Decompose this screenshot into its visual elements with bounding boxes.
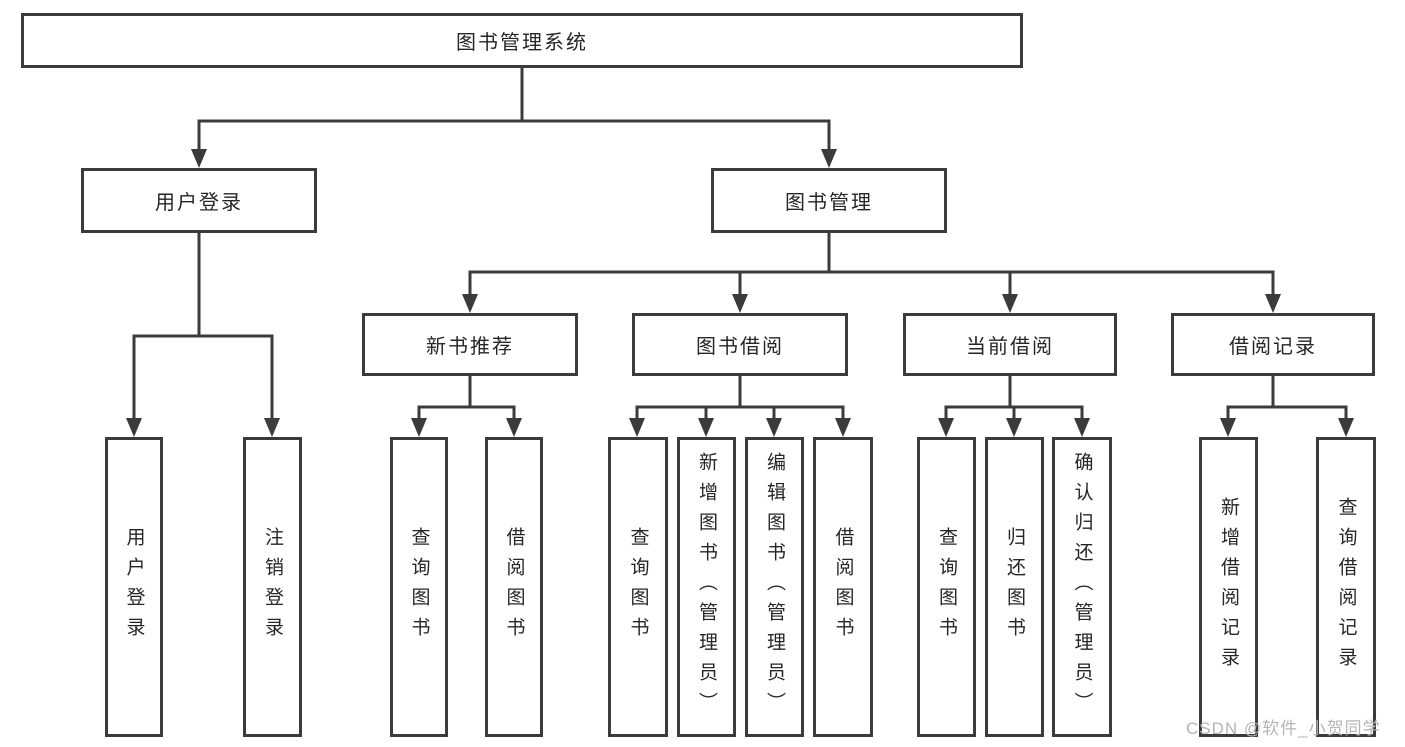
leaf-query-books: 查询图书 <box>608 437 668 737</box>
node-label: 借阅图书 <box>832 527 854 647</box>
node-label: 图书管理系统 <box>456 32 588 54</box>
node-label: 新增借阅记录 <box>1218 497 1239 677</box>
leaf-add-borrow-record: 新增借阅记录 <box>1199 437 1258 737</box>
leaf-user-login: 用户登录 <box>105 437 163 737</box>
node-label: 用户登录 <box>155 192 243 214</box>
node-label: 确认归还（管理员） <box>1071 452 1093 722</box>
leaf-query-books: 查询图书 <box>390 437 448 737</box>
node-library-management-system: 图书管理系统 <box>21 13 1023 68</box>
leaf-add-book-admin: 新增图书（管理员） <box>677 437 736 737</box>
leaf-query-books: 查询图书 <box>917 437 976 737</box>
node-book-management: 图书管理 <box>711 168 947 233</box>
node-label: 查询图书 <box>936 527 957 647</box>
leaf-return-book: 归还图书 <box>985 437 1044 737</box>
leaf-borrow-books: 借阅图书 <box>813 437 873 737</box>
node-label: 图书借阅 <box>696 336 784 358</box>
node-label: 查询借阅记录 <box>1335 497 1357 677</box>
node-borrow-records: 借阅记录 <box>1171 313 1375 376</box>
node-label: 借阅记录 <box>1229 336 1317 358</box>
node-user-login: 用户登录 <box>81 168 317 233</box>
node-label: 注销登录 <box>262 527 283 647</box>
node-label: 图书管理 <box>785 192 873 214</box>
node-current-borrow: 当前借阅 <box>903 313 1117 376</box>
node-book-borrow: 图书借阅 <box>632 313 848 376</box>
leaf-confirm-return-admin: 确认归还（管理员） <box>1052 437 1112 737</box>
node-label: 当前借阅 <box>966 336 1054 358</box>
node-label: 查询图书 <box>408 527 430 647</box>
node-label: 归还图书 <box>1004 527 1025 647</box>
csdn-watermark: CSDN @软件_小贺同学 <box>1186 719 1381 738</box>
node-label: 查询图书 <box>627 527 649 647</box>
leaf-borrow-books: 借阅图书 <box>485 437 543 737</box>
leaf-edit-book-admin: 编辑图书（管理员） <box>745 437 804 737</box>
leaf-logout: 注销登录 <box>243 437 302 737</box>
leaf-query-borrow-record: 查询借阅记录 <box>1316 437 1376 737</box>
node-new-book-recommend: 新书推荐 <box>362 313 578 376</box>
node-label: 编辑图书（管理员） <box>764 452 785 722</box>
node-label: 新书推荐 <box>426 336 514 358</box>
node-label: 新增图书（管理员） <box>696 452 717 722</box>
node-label: 用户登录 <box>123 527 145 647</box>
node-label: 借阅图书 <box>503 527 525 647</box>
